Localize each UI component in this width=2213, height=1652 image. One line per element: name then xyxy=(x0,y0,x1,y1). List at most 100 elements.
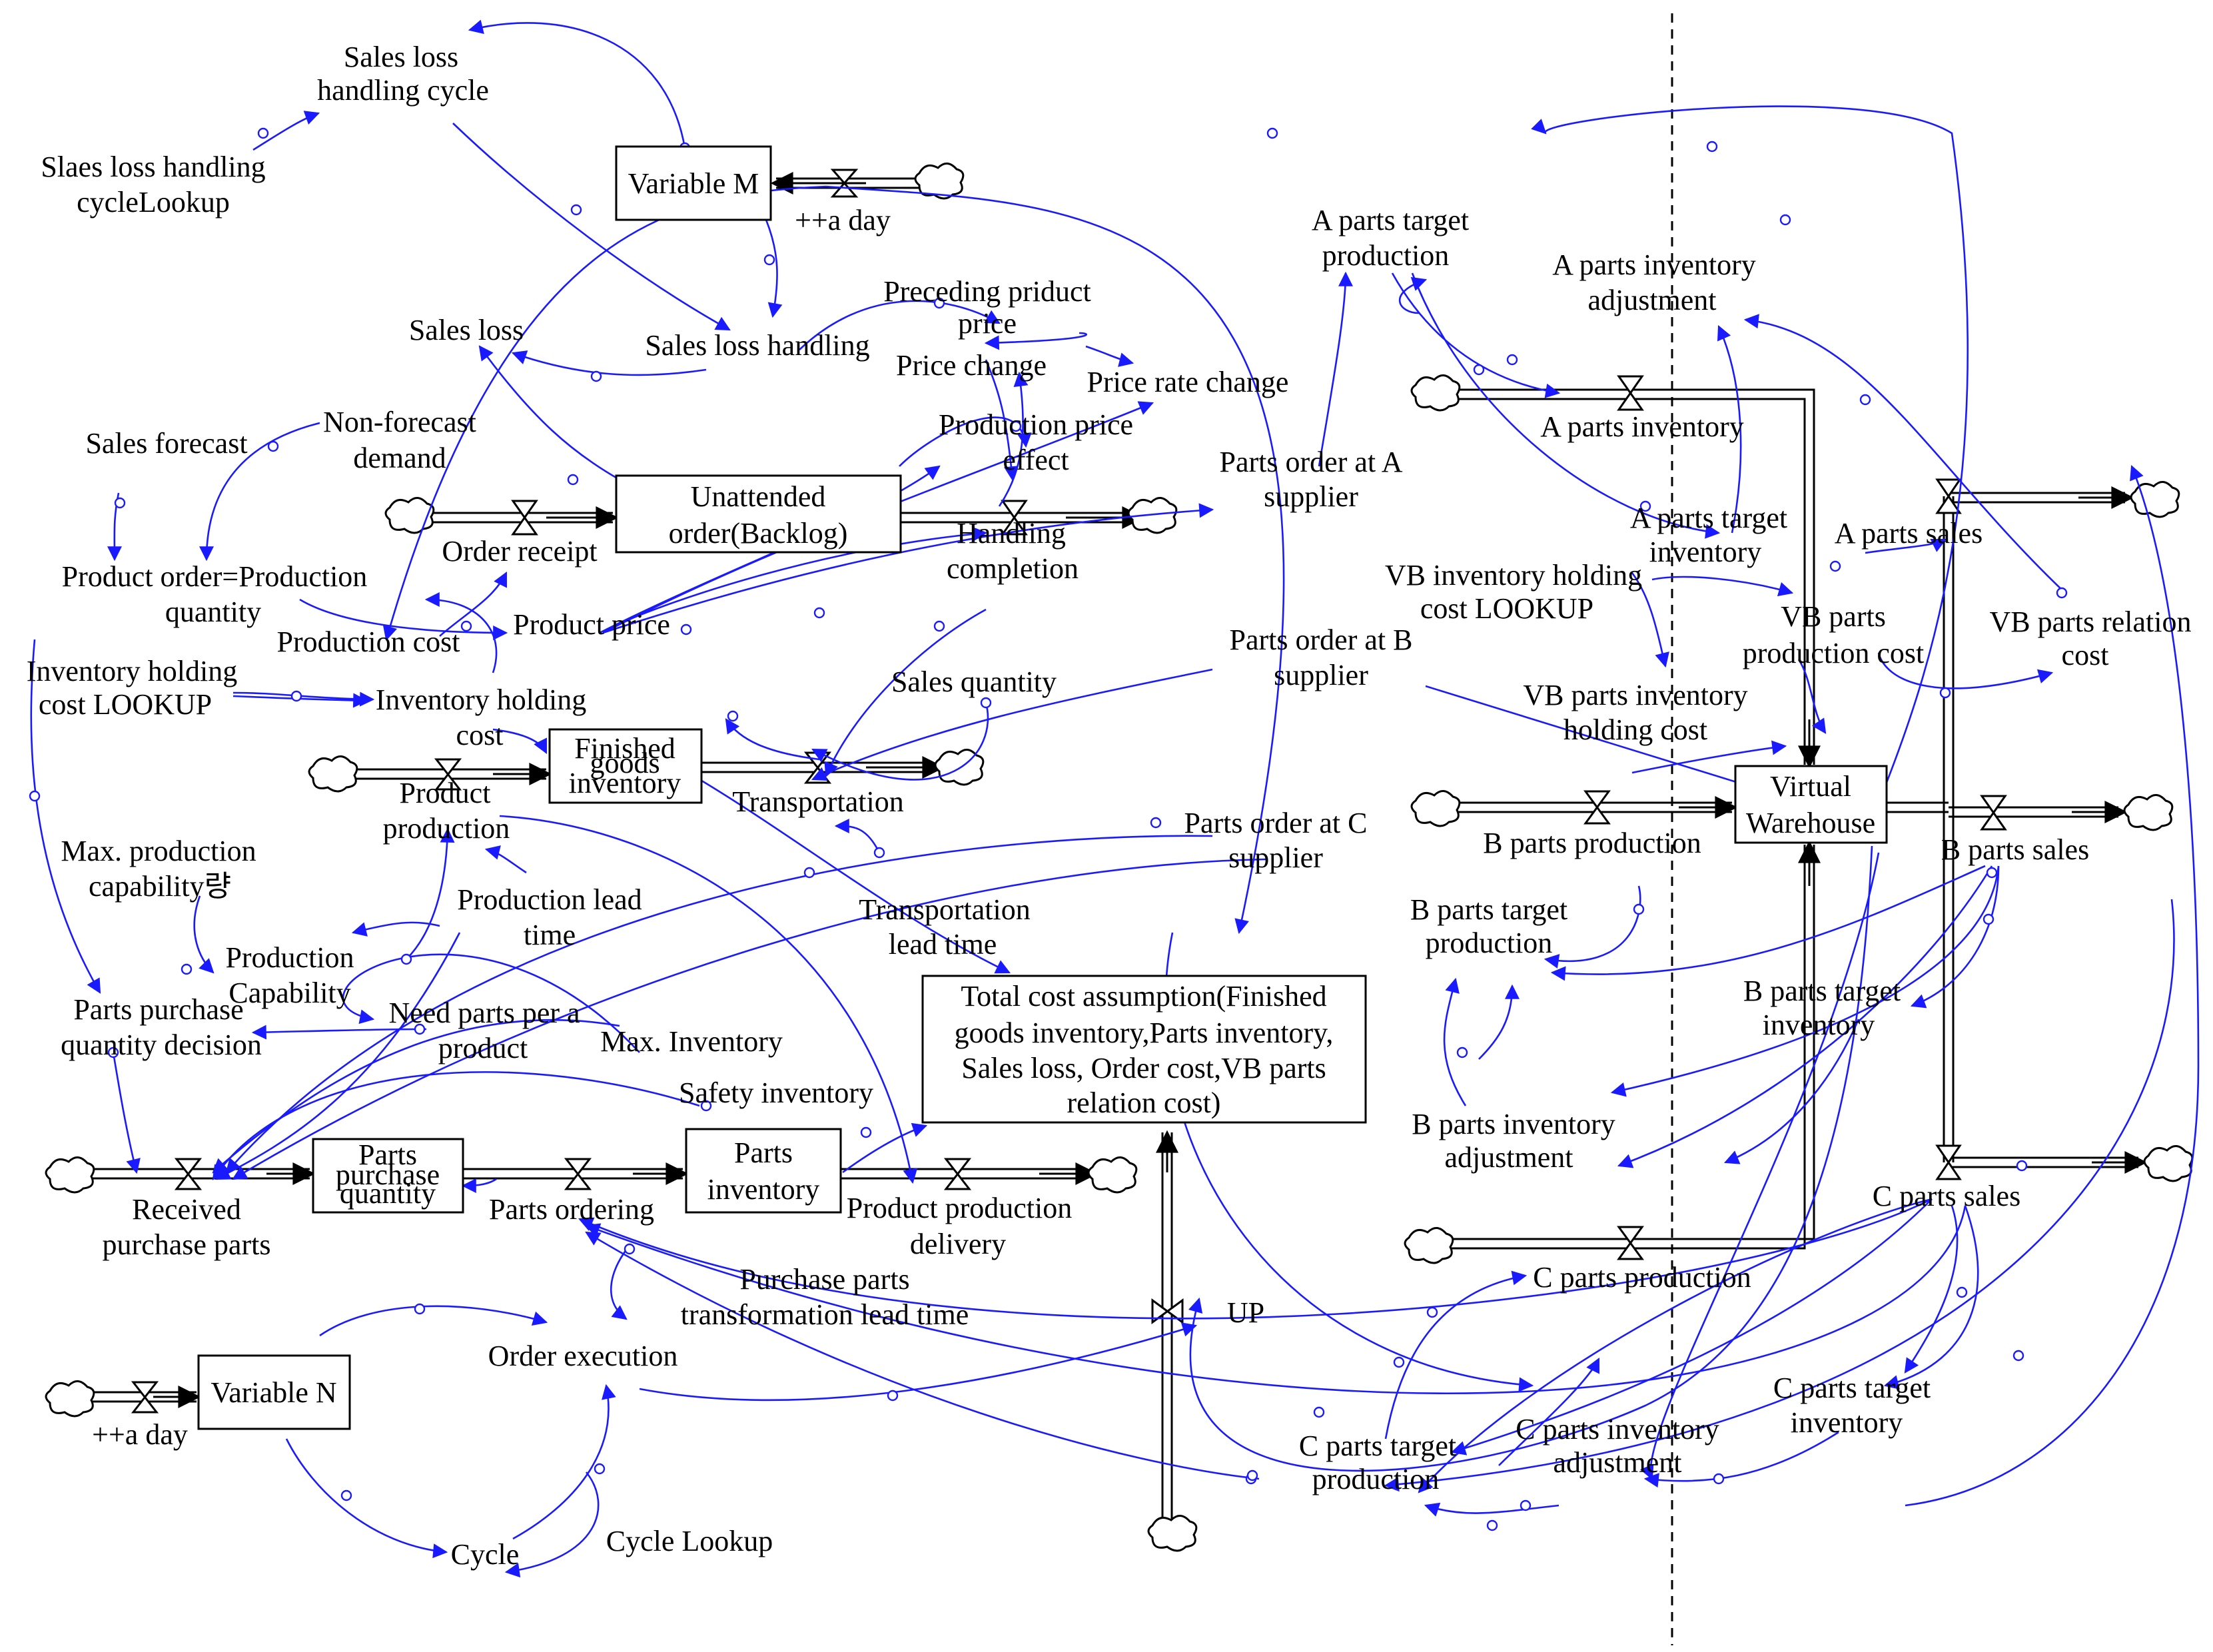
b-inv-adj-label-1: B parts inventory xyxy=(1412,1108,1615,1140)
c-inv-adj-label-1: C parts inventory xyxy=(1516,1413,1719,1446)
variable-n-label: Variable N xyxy=(211,1376,336,1409)
c-target-inv-label-1: C parts target xyxy=(1773,1372,1931,1404)
total-cost-label-2: goods inventory,Parts inventory, xyxy=(955,1017,1334,1049)
inv-holding-cost-label-1: Inventory holding xyxy=(376,683,587,716)
transportation-label: Transportation xyxy=(732,785,904,818)
preceding-price-label-1: Preceding priduct xyxy=(883,275,1091,308)
transport-lead-time-label-1: Transportation xyxy=(859,893,1031,926)
order-execution-label: Order execution xyxy=(488,1340,678,1372)
need-parts-label-1: Need parts per a xyxy=(388,997,580,1029)
parts-purchase-label-3: quantity xyxy=(340,1177,436,1210)
product-price-label: Product price xyxy=(513,608,670,641)
vb-prod-cost-label-2: production cost xyxy=(1743,637,1925,669)
virtual-warehouse-label-2: Warehouse xyxy=(1746,807,1875,839)
parts-ordering-label: Parts ordering xyxy=(489,1193,654,1226)
b-target-prod-label-1: B parts target xyxy=(1410,893,1567,926)
parts-purchase-label-2: purchase xyxy=(336,1158,440,1191)
sales-loss-label: Sales loss xyxy=(409,314,524,346)
parts-order-b-label-1: Parts order at B xyxy=(1230,623,1413,656)
cycle-lookup-label: Cycle Lookup xyxy=(606,1525,773,1557)
stock-parts-purchase-quantity: Parts purchase quantity xyxy=(312,1138,464,1214)
parts-order-c-label-1: Parts order at C xyxy=(1184,807,1368,839)
sales-quantity-label: Sales quantity xyxy=(891,665,1057,698)
order-receipt-label: Order receipt xyxy=(442,535,597,568)
finished-goods-label-2: goods xyxy=(590,747,660,779)
virtual-warehouse-label-1: Virtual xyxy=(1770,770,1851,803)
c-parts-sales-label: C parts sales xyxy=(1873,1180,2020,1212)
variable-m-label: Variable M xyxy=(628,167,759,200)
b-target-inv-label-2: inventory xyxy=(1763,1009,1875,1041)
production-lead-time-label-1: Production lead xyxy=(457,883,642,916)
a-target-inv-label-1: A parts target xyxy=(1630,502,1787,534)
finished-goods-label-1: Finished xyxy=(574,732,675,765)
preceding-price-label-2: price xyxy=(958,307,1017,340)
vb-inv-holding-label-2: holding cost xyxy=(1563,713,1707,746)
production-price-effect-label-2: effect xyxy=(1003,444,1069,476)
parts-order-c-label-2: supplier xyxy=(1228,841,1323,874)
product-production-label-2: production xyxy=(383,812,510,845)
a-day-bottom-label: ++a day xyxy=(92,1418,188,1451)
c-target-prod-label-2: production xyxy=(1312,1463,1440,1495)
finished-goods-label-3: inventory xyxy=(569,767,681,799)
sales-loss-handling-label: Sales loss handling xyxy=(645,329,869,362)
clouds xyxy=(45,163,2194,1552)
slaes-lookup-label-1: Slaes loss handling xyxy=(41,151,265,183)
slaes-lookup-label-2: cycleLookup xyxy=(77,186,230,218)
stock-variable-m: Variable M xyxy=(615,145,772,221)
a-inv-adj-label-2: adjustment xyxy=(1587,284,1716,316)
product-order-label-2: quantity xyxy=(165,596,261,628)
stock-virtual-warehouse: Virtual Warehouse xyxy=(1734,765,1888,844)
non-forecast-label-1: Non-forecast xyxy=(323,406,476,438)
parts-inventory-label-1: Parts xyxy=(734,1136,793,1169)
up-label: UP xyxy=(1227,1296,1264,1329)
parts-order-a-label-1: Parts order at A xyxy=(1220,446,1403,478)
vb-relation-cost-label-2: cost xyxy=(2062,639,2109,671)
purchase-lead-time-label-1: Purchase parts xyxy=(739,1263,909,1296)
c-parts-production-label: C parts production xyxy=(1533,1261,1751,1294)
max-inventory-label: Max. Inventory xyxy=(600,1025,783,1058)
received-parts-label-2: purchase parts xyxy=(103,1228,271,1261)
vb-prod-cost-label-1: VB parts xyxy=(1781,600,1886,633)
production-cost-label: Production cost xyxy=(277,625,460,658)
production-capability-label-1: Production xyxy=(225,941,354,974)
vb-lookup-label-2: cost LOOKUP xyxy=(1420,592,1593,625)
transport-lead-time-label-2: lead time xyxy=(889,928,997,961)
stock-total-cost: Total cost assumption(Finished goods inv… xyxy=(921,975,1367,1124)
a-parts-sales-label: A parts sales xyxy=(1835,517,1983,550)
parts-purchase-decision-label-2: quantity decision xyxy=(61,1029,262,1061)
b-parts-production-label: B parts production xyxy=(1483,827,1701,859)
cycle-label: Cycle xyxy=(451,1538,520,1571)
valves xyxy=(131,169,2007,1414)
max-production-label-2: capability량 xyxy=(89,870,231,903)
production-lead-time-label-2: time xyxy=(524,919,576,951)
product-production-delivery-label-2: delivery xyxy=(910,1228,1006,1260)
price-change-label: Price change xyxy=(896,349,1047,382)
a-target-prod-label-2: production xyxy=(1322,239,1450,272)
variable-labels: Sales loss handling cycle Slaes loss han… xyxy=(27,41,2192,1571)
need-parts-label-2: product xyxy=(438,1032,528,1064)
a-day-top-label: ++a day xyxy=(795,204,891,236)
total-cost-label-3: Sales loss, Order cost,VB parts xyxy=(961,1052,1326,1084)
handling-completion-label-2: completion xyxy=(947,552,1079,585)
a-parts-inventory-label: A parts inventory xyxy=(1540,410,1744,443)
non-forecast-label-2: demand xyxy=(353,442,446,474)
stock-parts-inventory: Parts inventory xyxy=(685,1128,842,1214)
a-inv-adj-label-1: A parts inventory xyxy=(1552,248,1756,281)
price-rate-change-label: Price rate change xyxy=(1087,366,1289,398)
max-production-label-1: Max. production xyxy=(61,835,256,867)
parts-order-b-label-2: supplier xyxy=(1274,659,1368,691)
c-inv-adj-label-2: adjustment xyxy=(1553,1446,1681,1479)
parts-order-a-label-2: supplier xyxy=(1264,480,1358,513)
total-cost-label-4: relation cost) xyxy=(1067,1086,1221,1119)
sales-forecast-label: Sales forecast xyxy=(85,427,247,460)
unattended-order-label-2: order(Backlog) xyxy=(669,517,848,550)
production-price-effect-label-1: Production price xyxy=(939,408,1133,441)
unattended-order-label-1: Unattended xyxy=(691,480,826,513)
stock-variable-n: Variable N xyxy=(197,1354,351,1430)
received-parts-label-1: Received xyxy=(132,1193,241,1226)
product-production-delivery-label-1: Product production xyxy=(847,1192,1073,1224)
b-parts-sales-label: B parts sales xyxy=(1941,833,2089,866)
sales-loss-cycle-label-1: Sales loss xyxy=(344,41,458,73)
handling-completion-label-1: Handling xyxy=(957,517,1066,550)
inv-holding-cost-label-2: cost xyxy=(456,719,504,751)
